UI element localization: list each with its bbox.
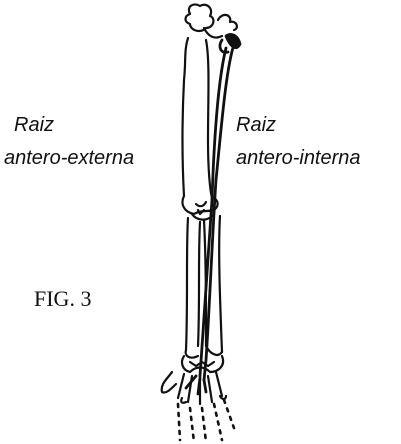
root-label-right-line1: Raiz [236,113,276,137]
figure-caption: FIG. 3 [34,286,91,312]
root-label-left-line2: antero-externa [4,146,134,170]
humerus-head [186,4,237,37]
root-label-left-line1: Raiz [14,113,54,137]
root-label-right-line2: antero-interna [236,146,361,170]
dotted-fingers [178,400,234,442]
